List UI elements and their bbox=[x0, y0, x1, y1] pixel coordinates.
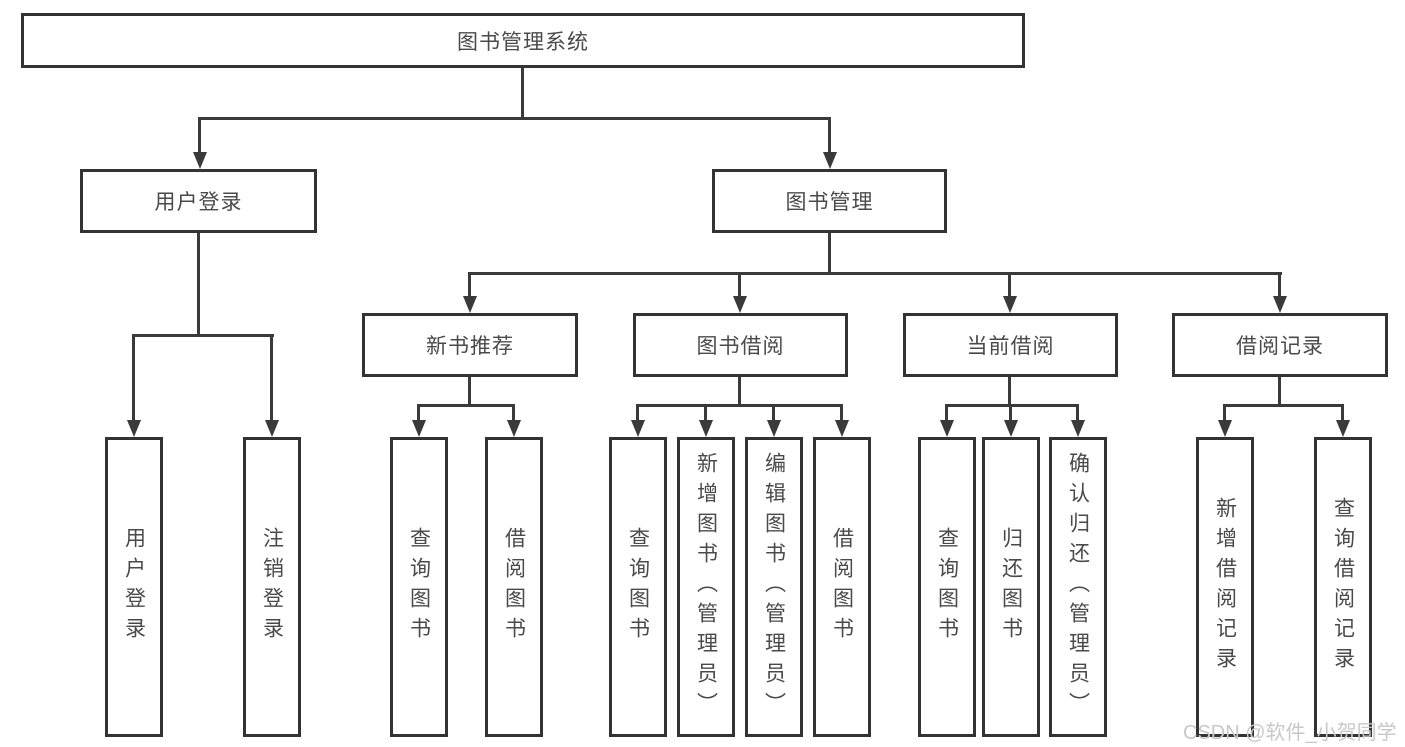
arrowhead-down-icon bbox=[1003, 296, 1017, 313]
node-label: 借阅记录 bbox=[1236, 335, 1324, 358]
node-user-login: 用户登录 bbox=[80, 169, 317, 233]
arrowhead-down-icon bbox=[1218, 420, 1232, 437]
connector-line bbox=[828, 233, 831, 275]
connector-line bbox=[738, 377, 741, 407]
connector-line bbox=[417, 405, 420, 423]
node-label: 查询图书 bbox=[935, 527, 959, 647]
arrowhead-down-icon bbox=[631, 420, 645, 437]
arrowhead-down-icon bbox=[1071, 420, 1085, 437]
node-query-books-borrow: 查询图书 bbox=[609, 437, 667, 737]
node-query-borrow-record: 查询借阅记录 bbox=[1314, 437, 1372, 737]
connector-line bbox=[512, 405, 515, 423]
connector-line bbox=[945, 404, 1079, 407]
arrowhead-down-icon bbox=[1273, 296, 1287, 313]
node-query-books-recommend: 查询图书 bbox=[390, 437, 448, 737]
connector-line bbox=[1278, 273, 1281, 299]
arrowhead-down-icon bbox=[699, 420, 713, 437]
node-book-management: 图书管理 bbox=[712, 169, 947, 233]
connector-line bbox=[636, 405, 639, 423]
node-label: 新书推荐 bbox=[426, 335, 514, 358]
connector-line bbox=[198, 117, 831, 120]
node-new-book-recommend: 新书推荐 bbox=[362, 313, 578, 377]
node-label: 用户登录 bbox=[154, 191, 243, 214]
arrowhead-down-icon bbox=[193, 152, 207, 169]
arrowhead-down-icon bbox=[1336, 420, 1350, 437]
connector-line bbox=[636, 404, 843, 407]
arrowhead-down-icon bbox=[823, 152, 837, 169]
connector-line bbox=[132, 334, 274, 337]
node-book-borrowing: 图书借阅 bbox=[633, 313, 848, 377]
connector-line bbox=[738, 273, 741, 299]
arrowhead-down-icon bbox=[507, 420, 521, 437]
node-label: 图书管理系统 bbox=[457, 30, 589, 54]
node-add-book-admin: 新增图书（管理员） bbox=[677, 437, 735, 737]
connector-line bbox=[945, 405, 948, 423]
node-return-books: 归还图书 bbox=[982, 437, 1040, 737]
arrowhead-down-icon bbox=[835, 420, 849, 437]
node-label: 新增借阅记录 bbox=[1213, 497, 1237, 677]
arrowhead-down-icon bbox=[767, 420, 781, 437]
connector-line bbox=[840, 405, 843, 423]
connector-line bbox=[468, 273, 471, 299]
connector-line bbox=[704, 405, 707, 423]
connector-line bbox=[1009, 405, 1012, 423]
node-label: 查询借阅记录 bbox=[1331, 497, 1355, 677]
node-logout: 注销登录 bbox=[243, 437, 301, 737]
connector-line bbox=[1223, 405, 1226, 423]
node-current-borrowing: 当前借阅 bbox=[903, 313, 1118, 377]
node-label: 图书借阅 bbox=[696, 335, 785, 358]
arrowhead-down-icon bbox=[1004, 420, 1018, 437]
arrowhead-down-icon bbox=[412, 420, 426, 437]
node-label: 图书管理 bbox=[785, 191, 874, 214]
connector-line bbox=[1341, 405, 1344, 423]
connector-line bbox=[1008, 377, 1011, 407]
connector-line bbox=[132, 335, 135, 423]
node-label: 查询图书 bbox=[626, 527, 650, 647]
connector-line bbox=[417, 404, 515, 407]
arrowhead-down-icon bbox=[733, 296, 747, 313]
connector-line bbox=[1076, 405, 1079, 423]
arrowhead-down-icon bbox=[940, 420, 954, 437]
connector-line bbox=[1008, 273, 1011, 299]
arrowhead-down-icon bbox=[127, 420, 141, 437]
node-user-login-leaf: 用户登录 bbox=[105, 437, 163, 737]
node-add-borrow-record: 新增借阅记录 bbox=[1196, 437, 1254, 737]
node-edit-book-admin: 编辑图书（管理员） bbox=[745, 437, 803, 737]
connector-line bbox=[521, 68, 524, 120]
connector-line bbox=[197, 233, 200, 337]
connector-line bbox=[1278, 377, 1281, 407]
connector-line bbox=[772, 405, 775, 423]
node-label: 新增图书（管理员） bbox=[694, 452, 718, 722]
connector-line bbox=[198, 118, 201, 155]
node-label: 用户登录 bbox=[122, 527, 146, 647]
connector-line bbox=[468, 377, 471, 407]
connector-line bbox=[1223, 404, 1344, 407]
node-label: 编辑图书（管理员） bbox=[762, 452, 786, 722]
connector-line bbox=[828, 118, 831, 155]
node-borrowing-records: 借阅记录 bbox=[1172, 313, 1388, 377]
node-label: 确认归还（管理员） bbox=[1066, 452, 1090, 722]
node-library-system: 图书管理系统 bbox=[21, 13, 1025, 68]
node-label: 查询图书 bbox=[407, 527, 431, 647]
node-label: 当前借阅 bbox=[966, 335, 1055, 358]
node-label: 借阅图书 bbox=[502, 527, 526, 647]
node-label: 借阅图书 bbox=[830, 527, 854, 647]
node-borrow-books-recommend: 借阅图书 bbox=[485, 437, 543, 737]
arrowhead-down-icon bbox=[463, 296, 477, 313]
node-label: 注销登录 bbox=[260, 527, 284, 647]
connector-line bbox=[468, 272, 1282, 275]
watermark: CSDN @软件_小贺同学 bbox=[1183, 722, 1397, 744]
connector-line bbox=[270, 335, 273, 423]
node-label: 归还图书 bbox=[999, 527, 1023, 647]
arrowhead-down-icon bbox=[265, 420, 279, 437]
node-query-books-current: 查询图书 bbox=[918, 437, 976, 737]
node-confirm-return-admin: 确认归还（管理员） bbox=[1049, 437, 1107, 737]
node-borrow-books: 借阅图书 bbox=[813, 437, 871, 737]
